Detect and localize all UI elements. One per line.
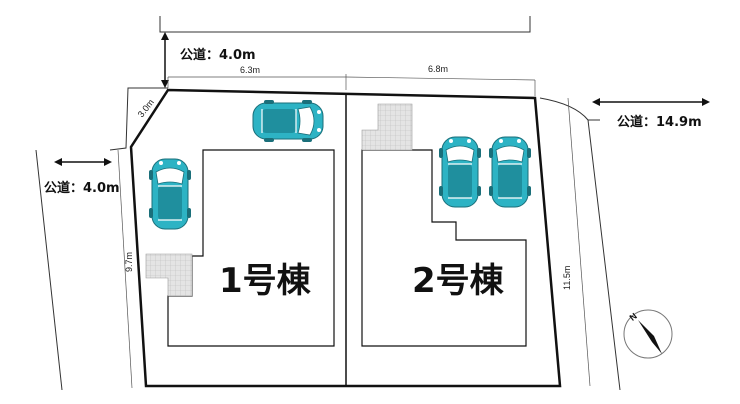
lot2-label: 2号棟 xyxy=(412,261,505,301)
lot2-side-dimension: 11.5m xyxy=(562,266,572,290)
compass-arrow-icon xyxy=(638,320,662,354)
lot1-label: 1号棟 xyxy=(219,261,312,301)
compass-north-letter: N xyxy=(628,311,639,323)
east-road-label: 公道：14.9m xyxy=(617,114,702,130)
car-icon xyxy=(438,136,482,208)
car-icon xyxy=(252,99,324,143)
lot1-paving xyxy=(145,253,193,297)
compass: N xyxy=(623,309,673,359)
road-edges xyxy=(35,16,621,391)
corner-cut-dimension: 3.0m xyxy=(136,97,156,119)
car-icon xyxy=(488,136,532,208)
lot2-building-outline xyxy=(361,149,527,347)
dimension-lines xyxy=(117,74,591,389)
west-road-label: 公道：4.0m xyxy=(44,180,120,196)
car-icon xyxy=(148,158,192,230)
north-road-label: 公道：4.0m xyxy=(180,47,256,63)
lot2-front-dimension: 6.8m xyxy=(428,64,448,74)
lot2-paving xyxy=(361,103,413,151)
lot1-building-outline xyxy=(167,149,335,347)
lot1-front-dimension: 6.3m xyxy=(240,65,260,75)
lot1-side-dimension: 9.7m xyxy=(124,252,134,272)
site-boundary xyxy=(129,88,562,388)
